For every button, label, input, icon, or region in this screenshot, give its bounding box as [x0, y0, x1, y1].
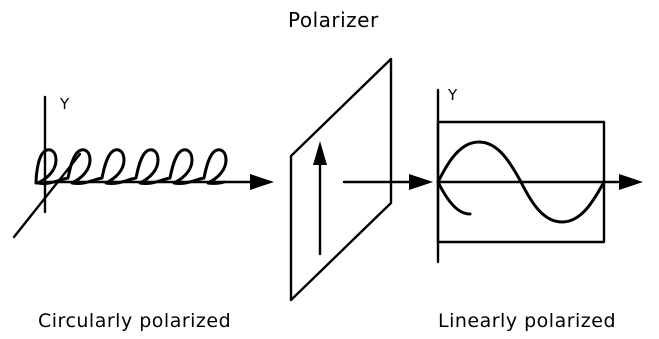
- circular-helix-wave: [36, 150, 226, 184]
- propagation-arrowhead-left: [250, 174, 274, 190]
- polarizer-plate: [291, 59, 391, 300]
- polarizer-axis-arrowhead: [313, 141, 327, 165]
- propagation-arrowhead-middle: [409, 174, 433, 190]
- right-y-axis-label: Y: [448, 86, 458, 104]
- linearly-polarized-caption: Linearly polarized: [438, 310, 616, 332]
- circularly-polarized-caption: Circularly polarized: [38, 310, 231, 332]
- propagation-arrowhead-right: [619, 174, 643, 190]
- left-y-axis-label: Y: [60, 95, 70, 113]
- polarizer-label: Polarizer: [288, 8, 379, 32]
